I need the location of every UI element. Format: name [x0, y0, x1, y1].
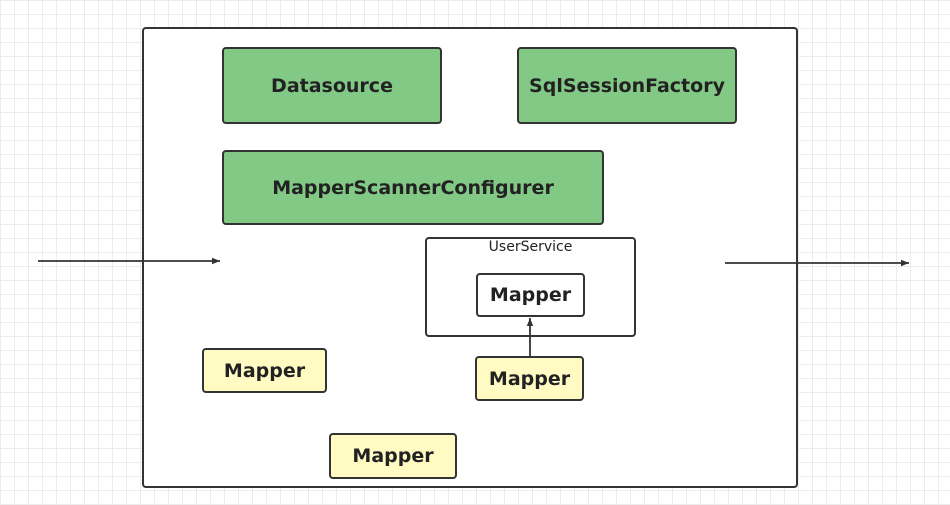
sql-session-factory-node: SqlSessionFactory — [517, 47, 737, 124]
mapper-bottom-node: Mapper — [329, 433, 457, 479]
mapper-injected-node: Mapper — [475, 356, 584, 401]
mapper-left-node: Mapper — [202, 348, 327, 393]
mapper-scanner-configurer-node: MapperScannerConfigurer — [222, 150, 604, 225]
datasource-node: Datasource — [222, 47, 442, 124]
user-service-label: UserService — [488, 239, 573, 255]
mapper-in-service-node: Mapper — [476, 273, 585, 317]
